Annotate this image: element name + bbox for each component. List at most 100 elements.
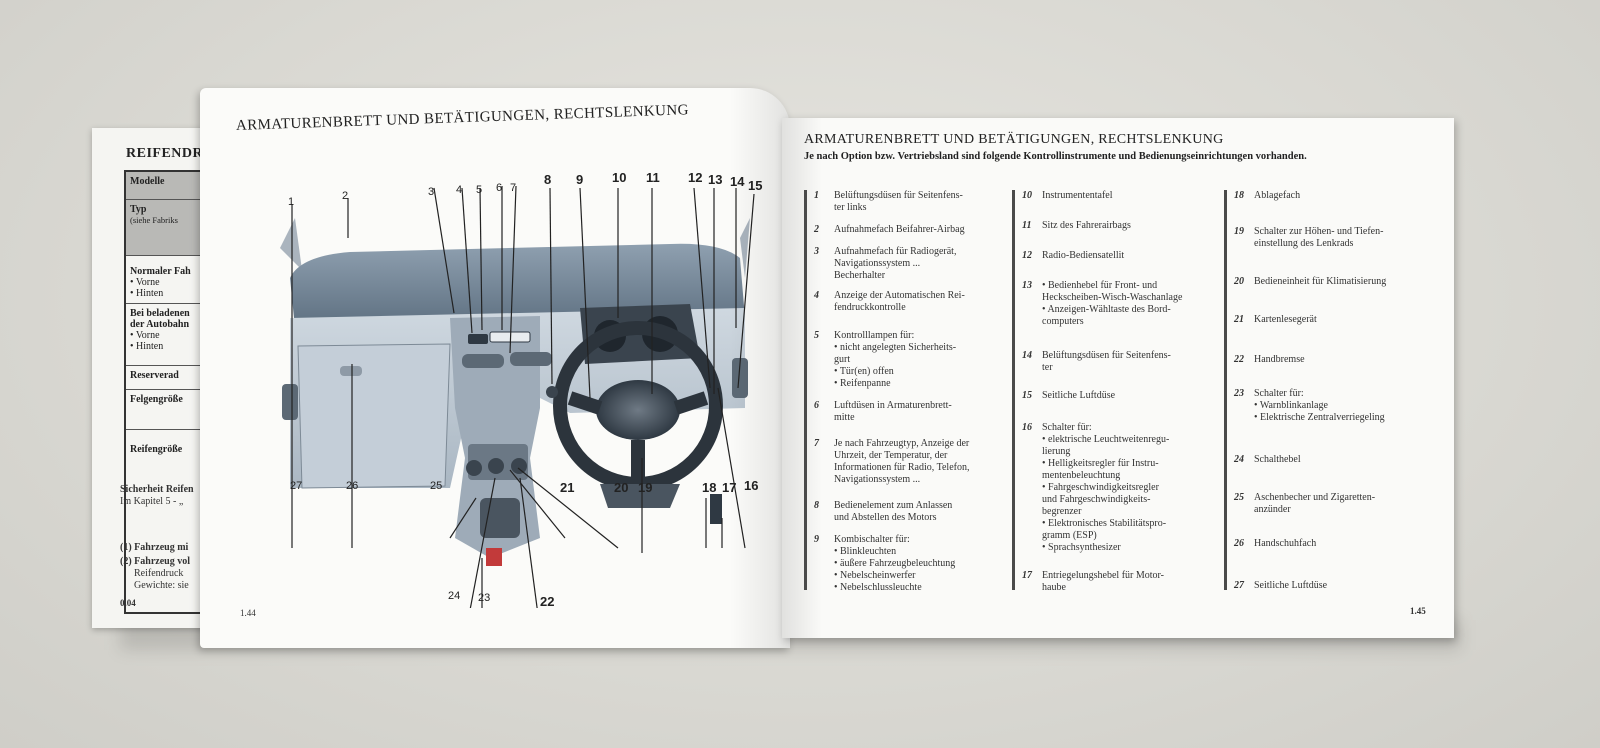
legend-line: und Fahrgeschwindigkeits-: [1042, 494, 1151, 505]
legend-line: Sitz des Fahrerairbags: [1042, 220, 1131, 231]
legend-line: Je nach Fahrzeugtyp, Anzeige der: [834, 438, 970, 449]
legend-number: 9: [814, 534, 819, 545]
legend-line: ter links: [834, 202, 867, 213]
legend-line: Heckscheiben-Wisch-Waschanlage: [1042, 292, 1183, 303]
back-page-title: REIFENDR: [126, 146, 204, 161]
legend-line: einstellung des Lenkrads: [1254, 238, 1354, 249]
legend-line: Handschuhfach: [1254, 538, 1317, 549]
legend-number: 20: [1234, 276, 1244, 287]
callout-7: 7: [510, 182, 517, 194]
legend-line: Kontrolllampen für:: [834, 330, 915, 341]
legend-number: 27: [1234, 580, 1244, 591]
legend-number: 19: [1234, 226, 1244, 237]
back-note-2b: Reifendruck: [134, 568, 184, 579]
legend-line: ter: [1042, 362, 1053, 373]
callout-12: 12: [688, 170, 703, 185]
legend-line: Handbremse: [1254, 354, 1305, 365]
legend-line: anzünder: [1254, 504, 1291, 515]
callout-3: 3: [428, 186, 435, 198]
legend-line: • Anzeigen-Wähltaste des Bord-: [1042, 304, 1171, 315]
right-page-subtitle: Je nach Option bzw. Vertriebsland sind f…: [804, 151, 1307, 162]
callout-6: 6: [496, 182, 503, 194]
legend-number: 12: [1022, 250, 1032, 261]
legend-number: 8: [814, 500, 819, 511]
table-row: Reserverad: [126, 366, 222, 390]
callout-25: 25: [430, 480, 443, 492]
legend-line: Bedieneinheit für Klimatisierung: [1254, 276, 1387, 287]
callout-22: 22: [540, 594, 555, 609]
callout-14: 14: [730, 174, 745, 189]
legend-line: Navigationssystem ...: [834, 258, 921, 269]
legend-line: • Bedienhebel für Front- und: [1042, 280, 1158, 291]
legend-line: Seitliche Luftdüse: [1042, 390, 1116, 401]
legend-number: 5: [814, 330, 819, 341]
back-footer-text: Im Kapitel 5 - „: [120, 496, 184, 507]
legend-line: Anzeige der Automatischen Rei-: [834, 290, 965, 301]
legend-number: 15: [1022, 390, 1032, 401]
legend-number: 11: [1022, 220, 1032, 231]
legend-line: Belüftungsdüsen für Seitenfens-: [1042, 350, 1171, 361]
legend-line: Belüftungsdüsen für Seitenfens-: [834, 190, 963, 201]
back-footer-heading: Sicherheit Reifen: [120, 484, 194, 495]
legend-number: 10: [1022, 190, 1032, 201]
legend-line: • Elektrische Zentralverriegeling: [1254, 412, 1385, 423]
legend-number: 13: [1022, 280, 1032, 291]
callout-4: 4: [456, 184, 463, 196]
legend-line: Navigationssystem ...: [834, 474, 921, 485]
legend-line: Seitliche Luftdüse: [1254, 580, 1328, 591]
legend-line: • elektrische Leuchtweitenregu-: [1042, 434, 1170, 445]
legend-line: • nicht angelegten Sicherheits-: [834, 342, 957, 353]
callout-2: 2: [342, 190, 349, 202]
legend-number: 4: [814, 290, 819, 301]
legend-line: Schalter für:: [1042, 422, 1092, 433]
legend-line: Aschenbecher und Zigaretten-: [1254, 492, 1376, 503]
callout-17: 17: [722, 480, 737, 495]
legend-line: • äußere Fahrzeugbeleuchtung: [834, 558, 956, 569]
legend-line: • Nebelschlussleuchte: [834, 582, 922, 593]
legend-line: lierung: [1042, 446, 1071, 457]
legend-line: Uhrzeit, der Temperatur, der: [834, 450, 948, 461]
left-page-title: ARMATURENBRETT UND BETÄTIGUNGEN, RECHTSL…: [235, 102, 690, 134]
callout-24: 24: [448, 590, 461, 602]
legend-number: 16: [1022, 422, 1032, 433]
callout-23: 23: [478, 592, 491, 604]
right-manual-page: ARMATURENBRETT UND BETÄTIGUNGEN, RECHTSL…: [782, 118, 1454, 638]
left-manual-page: ARMATURENBRETT UND BETÄTIGUNGEN, RECHTSL…: [200, 88, 790, 648]
legend-line: haube: [1042, 582, 1066, 593]
legend-line: computers: [1042, 316, 1084, 327]
legend-line: Schalter für:: [1254, 388, 1304, 399]
legend-line: • Blinkleuchten: [834, 546, 897, 557]
legend-line: • Elektronisches Stabilitätspro-: [1042, 518, 1167, 529]
legend-number: 21: [1234, 314, 1244, 325]
legend-line: mitte: [834, 412, 855, 423]
legend-line: Radio-Bediensatellit: [1042, 250, 1125, 261]
legend-line: Informationen für Radio, Telefon,: [834, 462, 970, 473]
callout-19: 19: [638, 480, 653, 495]
callout-26: 26: [346, 480, 359, 492]
legend-line: • Fahrgeschwindigkeitsregler: [1042, 482, 1159, 493]
right-page-title: ARMATURENBRETT UND BETÄTIGUNGEN, RECHTSL…: [804, 132, 1224, 147]
callout-16: 16: [744, 478, 759, 493]
legend-line: Schalthebel: [1254, 454, 1301, 465]
legend-number: 24: [1234, 454, 1244, 465]
legend-number: 2: [814, 224, 819, 235]
dashboard-illustration: 16806: [280, 185, 755, 608]
callout-5: 5: [476, 184, 483, 196]
legend-number: 3: [814, 246, 819, 257]
callout-10: 10: [612, 170, 627, 185]
legend-number: 1: [814, 190, 819, 201]
legend-line: gurt: [834, 354, 851, 365]
legend-number: 7: [814, 438, 819, 449]
legend-line: • Reifenpanne: [834, 378, 891, 389]
legend-number: 25: [1234, 492, 1244, 503]
legend-line: • Warnblinkanlage: [1254, 400, 1328, 411]
back-note-2: (2) Fahrzeug vol: [120, 556, 190, 567]
table-row: Reifengröße: [130, 444, 183, 455]
callout-20: 20: [614, 480, 629, 495]
callout-1: 1: [288, 196, 295, 208]
legend-line: Entriegelungshebel für Motor-: [1042, 570, 1164, 581]
legend-number: 22: [1234, 354, 1244, 365]
table-row: Felgengröße: [126, 390, 222, 430]
callout-27: 27: [290, 480, 303, 492]
